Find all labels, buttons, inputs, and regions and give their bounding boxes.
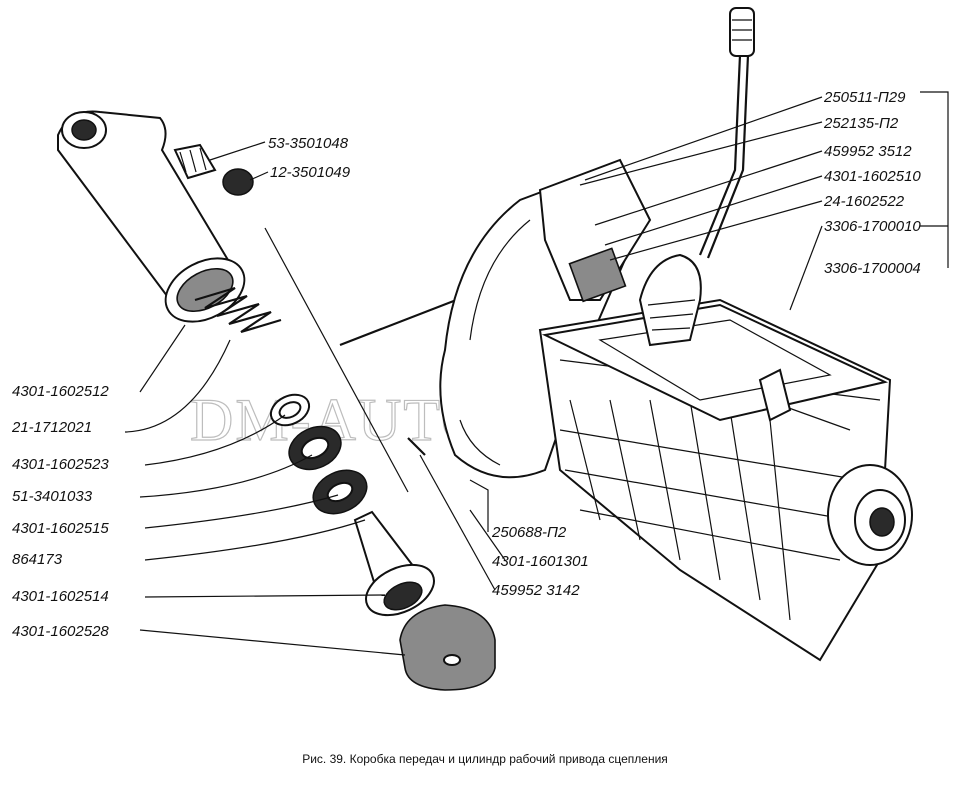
stud-bolt bbox=[407, 437, 426, 456]
gear-shift-lever bbox=[698, 54, 750, 259]
piston-ring bbox=[269, 393, 311, 427]
label-4301-1602515: 4301-1602515 bbox=[12, 520, 109, 537]
protective-boot bbox=[399, 604, 496, 691]
assembly-axis-line bbox=[264, 227, 409, 493]
label-459952-3512: 459952 3512 bbox=[824, 143, 912, 160]
label-252135-P2: 252135-П2 bbox=[823, 115, 899, 132]
shift-knob bbox=[729, 7, 755, 57]
speedometer-drive bbox=[758, 368, 792, 422]
label-12-3501049: 12-3501049 bbox=[270, 164, 351, 181]
leader-lines bbox=[124, 91, 949, 656]
seal-ring bbox=[288, 425, 342, 471]
label-250511-P29: 250511-П29 bbox=[823, 89, 906, 106]
label-250688-P2: 250688-П2 bbox=[491, 524, 567, 541]
figure-caption: Рис. 39. Коробка передач и цилиндр рабоч… bbox=[302, 752, 668, 766]
label-4301-1601301: 4301-1601301 bbox=[492, 553, 589, 570]
label-4301-1602514: 4301-1602514 bbox=[12, 588, 109, 605]
label-51-3401033: 51-3401033 bbox=[12, 488, 93, 505]
label-3306-1700004: 3306-1700004 bbox=[824, 260, 921, 277]
label-3306-1700010: 3306-1700010 bbox=[824, 218, 921, 235]
bleeder-valve bbox=[173, 143, 217, 180]
label-53-3501048: 53-3501048 bbox=[268, 135, 349, 152]
shift-lever-boot bbox=[638, 253, 702, 347]
return-spring bbox=[194, 286, 282, 334]
bleeder-cap bbox=[222, 168, 254, 196]
piston bbox=[312, 469, 368, 515]
label-24-1602522: 24-1602522 bbox=[823, 193, 905, 210]
label-864173: 864173 bbox=[12, 551, 63, 568]
output-flange bbox=[827, 464, 913, 566]
label-4301-1602528: 4301-1602528 bbox=[12, 623, 109, 640]
lever-bracket bbox=[538, 158, 652, 303]
label-4301-1602510: 4301-1602510 bbox=[824, 168, 921, 185]
label-21-1712021: 21-1712021 bbox=[11, 419, 92, 436]
pushrod bbox=[353, 510, 435, 617]
label-4301-1602523: 4301-1602523 bbox=[12, 456, 109, 473]
label-459952-3142: 459952 3142 bbox=[492, 582, 580, 599]
label-4301-1602512: 4301-1602512 bbox=[12, 383, 109, 400]
